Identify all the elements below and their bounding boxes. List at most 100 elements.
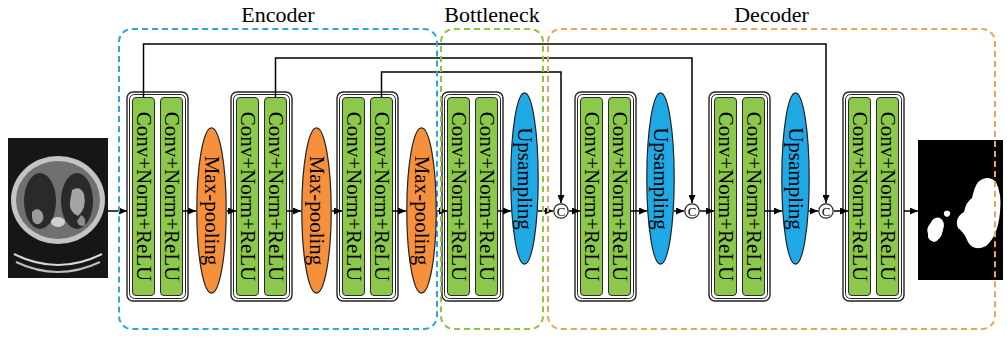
- flow-arrow: [569, 210, 580, 212]
- stage-title: Decoder: [549, 2, 994, 28]
- block-pair-outline: [130, 95, 186, 299]
- mask-region: [957, 178, 1001, 248]
- ct-body-outline: [11, 156, 105, 244]
- flow-arrow: [765, 210, 782, 212]
- conv-block: Conv+Norm+ReLU: [264, 97, 287, 296]
- max-pooling-oval-shape: [407, 128, 436, 293]
- block-label: Conv+Norm+ReLU: [581, 112, 602, 282]
- ct-right-lung: [61, 173, 93, 229]
- block-pair-outline: [340, 95, 396, 299]
- block-pair-outline: [578, 95, 634, 299]
- upsampling-oval-shape: [647, 93, 674, 264]
- block-pair-outline: [127, 92, 188, 301]
- block-label: Max-pooling: [306, 156, 327, 266]
- block-label: Conv+Norm+ReLU: [161, 112, 182, 282]
- max-pooling-oval: Max-pooling: [301, 127, 332, 294]
- max-pooling-oval-shape: [302, 128, 331, 293]
- block-label: Conv+Norm+ReLU: [343, 112, 364, 282]
- upsampling-oval: Upsampling: [646, 92, 675, 265]
- concat-circle-shape: [685, 204, 699, 218]
- concat-symbol: C: [688, 205, 697, 218]
- block-label: Conv+Norm+ReLU: [476, 112, 497, 282]
- concat-circle-shape: [554, 204, 568, 218]
- block-label: Conv+Norm+ReLU: [133, 112, 154, 282]
- block-pair-outlines: [127, 92, 904, 301]
- ct-lesion: [70, 188, 85, 216]
- ct-body: [16, 161, 100, 239]
- conv-block: Conv+Norm+ReLU: [370, 97, 393, 296]
- upsampling-oval: Upsampling: [510, 92, 539, 265]
- concat-circle-shape: [819, 204, 833, 218]
- concat-circle: C: [684, 203, 700, 219]
- mask-background: [918, 140, 1003, 280]
- conv-block: Conv+Norm+ReLU: [714, 97, 737, 296]
- concat-symbol: C: [557, 205, 566, 218]
- flow-arrow: [538, 210, 553, 212]
- concat-symbol: C: [822, 205, 831, 218]
- upsampling-oval: Upsampling: [781, 92, 810, 265]
- concat-circle: C: [553, 203, 569, 219]
- flow-arrow: [183, 210, 196, 212]
- ct-background: [8, 138, 108, 278]
- block-pair-outline: [231, 92, 292, 301]
- flow-arrow: [809, 210, 818, 212]
- ct-table: [16, 262, 100, 272]
- flow-arrow: [332, 210, 342, 212]
- block-label: Conv+Norm+ReLU: [715, 112, 736, 282]
- ct-lesion: [77, 215, 85, 226]
- block-label: Conv+Norm+ReLU: [371, 112, 392, 282]
- conv-block: Conv+Norm+ReLU: [580, 97, 603, 296]
- block-label: Conv+Norm+ReLU: [448, 112, 469, 282]
- block-pair-outline: [843, 92, 904, 301]
- block-pair-outline: [846, 95, 902, 299]
- flow-arrow: [437, 210, 447, 212]
- ct-table: [14, 254, 102, 265]
- block-label: Upsampling: [514, 127, 535, 230]
- conv-block: Conv+Norm+ReLU: [742, 97, 765, 296]
- block-pair-outline: [234, 95, 290, 299]
- flow-arrow: [287, 210, 301, 212]
- block-label: Max-pooling: [201, 156, 222, 266]
- block-pair-outline: [445, 95, 501, 299]
- stage-region: BottleneckConv+Norm+ReLUConv+Norm+ReLUUp…: [440, 28, 544, 330]
- ct-spine: [51, 217, 65, 227]
- conv-block: Conv+Norm+ReLU: [876, 97, 899, 296]
- ct-lesion: [32, 209, 44, 224]
- concat-circle: C: [818, 203, 834, 219]
- conv-block: Conv+Norm+ReLU: [475, 97, 498, 296]
- conv-block: Conv+Norm+ReLU: [160, 97, 183, 296]
- flow-arrow: [834, 210, 848, 212]
- flow-arrow: [700, 210, 714, 212]
- output-mask-image: [918, 140, 1003, 280]
- conv-block: Conv+Norm+ReLU: [132, 97, 155, 296]
- stage-title: Bottleneck: [442, 2, 542, 28]
- conv-block: Conv+Norm+ReLU: [848, 97, 871, 296]
- flow-arrow: [674, 210, 684, 212]
- stage-region: DecoderCConv+Norm+ReLUConv+Norm+ReLUUpsa…: [547, 28, 996, 330]
- block-pair-outline: [442, 92, 503, 301]
- block-label: Conv+Norm+ReLU: [265, 112, 286, 282]
- stage-title: Encoder: [120, 2, 436, 28]
- flow-arrow: [227, 210, 236, 212]
- block-pair-outline: [712, 95, 768, 299]
- input-ct-image: [8, 138, 108, 278]
- block-label: Conv+Norm+ReLU: [609, 112, 630, 282]
- upsampling-oval-shape: [511, 93, 538, 264]
- block-pair-outline: [709, 92, 770, 301]
- stage-region: EncoderConv+Norm+ReLUConv+Norm+ReLUMax-p…: [118, 28, 438, 330]
- conv-block: Conv+Norm+ReLU: [236, 97, 259, 296]
- block-label: Conv+Norm+ReLU: [849, 112, 870, 282]
- flow-arrow: [631, 210, 647, 212]
- flow-arrow: [498, 210, 511, 212]
- mask-region: [944, 211, 950, 218]
- block-pair-outline: [337, 92, 398, 301]
- max-pooling-oval: Max-pooling: [196, 127, 227, 294]
- block-label: Max-pooling: [411, 156, 432, 266]
- output-arrow: [904, 210, 918, 212]
- block-label: Upsampling: [785, 127, 806, 230]
- flow-arrow: [393, 210, 406, 212]
- conv-block: Conv+Norm+ReLU: [608, 97, 631, 296]
- block-label: Conv+Norm+ReLU: [743, 112, 764, 282]
- ct-left-lung: [24, 173, 56, 229]
- block-label: Conv+Norm+ReLU: [237, 112, 258, 282]
